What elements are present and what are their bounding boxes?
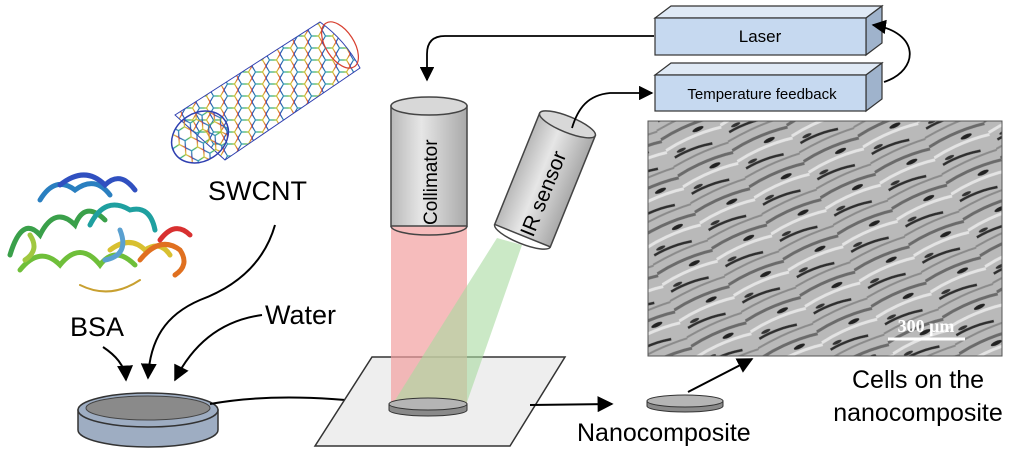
laser-box [653,4,884,57]
cells-label-line2: nanocomposite [833,399,1003,427]
cells-label-line1: Cells on the [852,366,984,394]
temperature-feedback-box [653,61,884,113]
arrow-platform-to-nanocomposite [529,396,614,413]
ir-sensor [493,110,597,250]
cell-micrograph [647,120,1003,357]
nanocomposite-disc [646,394,724,413]
nanocomposite-label: Nanocomposite [577,419,751,447]
bsa-protein-illustration [7,172,193,293]
swcnt-nanotube-illustration [170,21,361,164]
petri-dish [77,392,219,448]
temperature-feedback-label: Temperature feedback [687,86,837,103]
water-label: Water [265,300,336,330]
sample-disc [388,397,468,417]
scale-bar-label: 300 μm [898,316,955,336]
control-arrows [419,19,911,129]
bsa-label: BSA [70,312,124,342]
collimator [390,96,468,236]
swcnt-label: SWCNT [208,176,307,206]
arrow-nanocomposite-to-micrograph [687,358,754,393]
collimator-label: Collimator [421,139,442,225]
mixing-arrows [102,224,276,382]
laser-label: Laser [739,27,782,46]
ir-sensing-cone [392,238,522,405]
